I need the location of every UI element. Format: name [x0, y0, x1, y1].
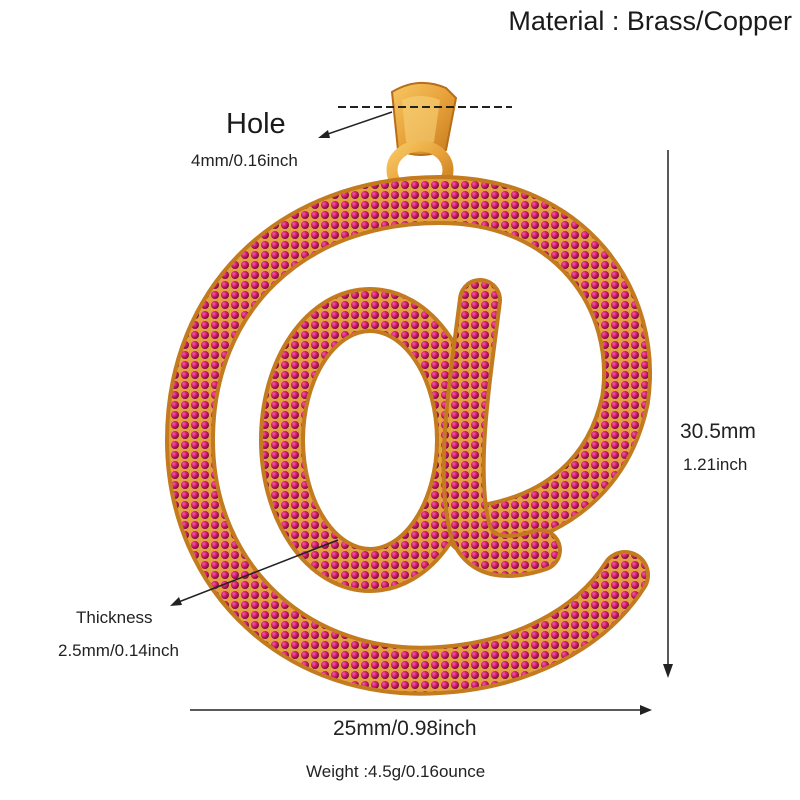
height-inch-label: 1.21inch [683, 455, 748, 474]
hole-label: Hole [226, 108, 286, 140]
height-mm-label: 30.5mm [680, 420, 756, 443]
thickness-size: 2.5mm/0.14inch [58, 641, 179, 660]
weight-label: Weight :4.5g/0.16ounce [306, 762, 486, 781]
thickness-pointer-arrow [170, 539, 339, 606]
hole-pointer-arrow [318, 111, 393, 138]
hole-size: 4mm/0.16inch [191, 151, 298, 170]
inner-letter-a [259, 278, 562, 593]
material-label: Material : Brass/Copper [508, 6, 792, 36]
outer-swirl [164, 174, 652, 696]
width-label: 25mm/0.98inch [333, 717, 477, 740]
width-arrow [190, 705, 652, 715]
height-arrow [663, 150, 673, 678]
thickness-label: Thickness [76, 608, 153, 627]
